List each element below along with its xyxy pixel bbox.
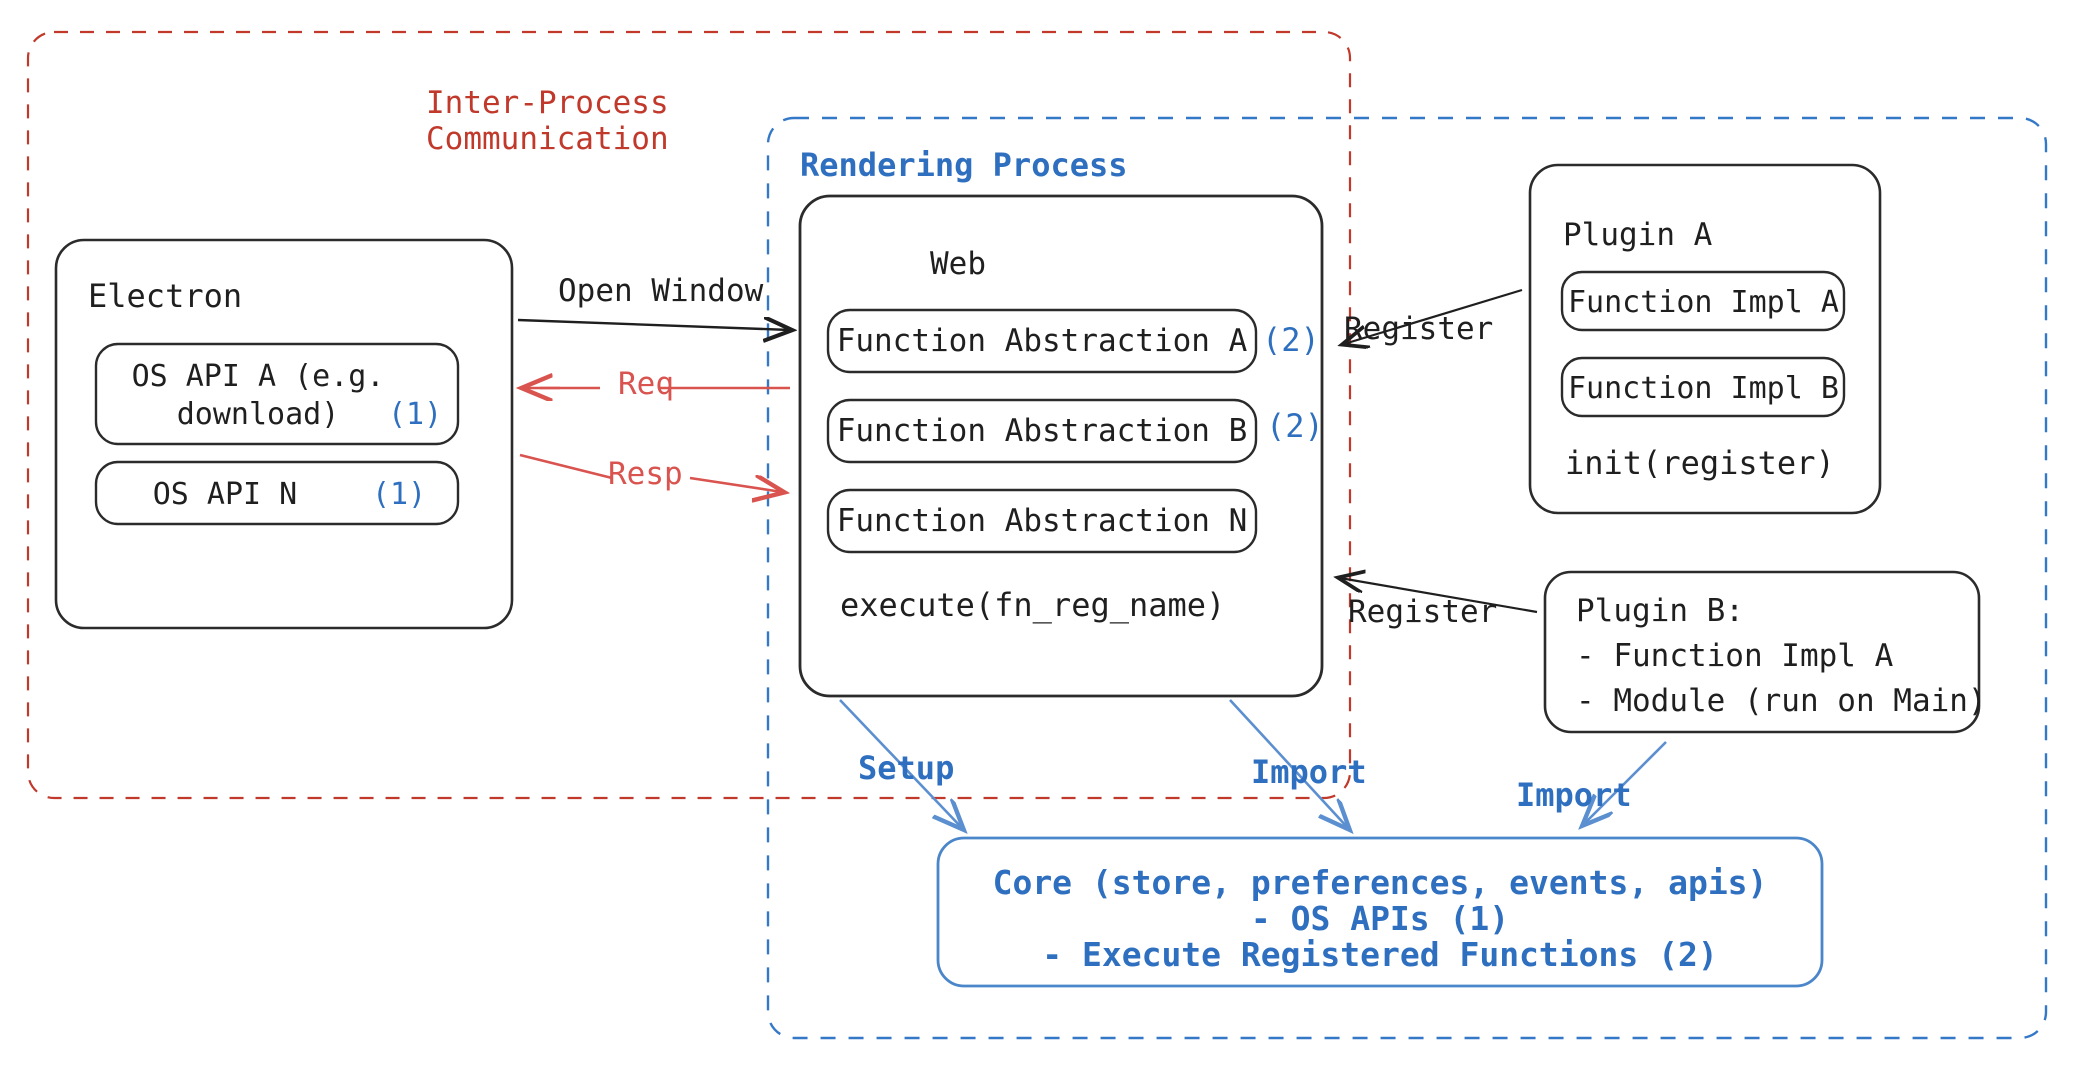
edge-open-window	[517, 320, 790, 330]
plugin-b-line-3: - Module (run on Main)	[1576, 683, 1987, 719]
fn-impl-b-label: Function Impl B	[1568, 371, 1839, 406]
fn-abs-n-box-border	[826, 488, 1258, 554]
os-api-a-label-line1: OS API A (e.g.	[131, 359, 385, 394]
fn-impl-a-label: Function Impl A	[1568, 285, 1839, 320]
electron-box-title: Electron	[88, 277, 243, 315]
ipc-zone-label-line1: Inter-Process	[426, 85, 669, 121]
edge-setup	[839, 699, 962, 828]
os-api-a-box-border	[94, 342, 460, 446]
edge-open-window-label: Open Window	[558, 273, 764, 309]
edge-resp-2	[689, 478, 782, 492]
edge-register-b-label: Register	[1348, 594, 1498, 630]
edge-register-b	[1340, 578, 1538, 614]
edge-import-plugin	[1584, 741, 1667, 824]
plugin-a-box-border	[1528, 163, 1882, 515]
os-api-n-box-border	[94, 460, 460, 526]
core-box-line-1: Core (store, preferences, events, apis)	[992, 863, 1768, 902]
core-box-line-3: - Execute Registered Functions (2)	[1042, 935, 1718, 974]
edge-req-label: Req	[618, 366, 674, 402]
plugin-a-title: Plugin A	[1563, 217, 1713, 253]
fn-abs-b-box-border	[826, 398, 1258, 464]
edge-import-web	[1229, 699, 1348, 828]
os-api-n-label: OS API N	[152, 477, 298, 512]
edge-setup-label: Setup	[858, 749, 955, 787]
fn-abs-b-label: Function Abstraction B	[836, 413, 1248, 449]
ipc-zone-label-line2: Communication	[426, 121, 669, 157]
ipc-zone-border	[26, 30, 1352, 800]
web-box-footer: execute(fn_reg_name)	[840, 586, 1226, 624]
plugin-b-box-border	[1543, 570, 1981, 734]
edge-register-a	[1344, 288, 1523, 344]
fn-abs-a-marker: (2)	[1262, 321, 1320, 359]
os-api-a-marker: (1)	[388, 397, 443, 432]
edge-register-a-label: Register	[1344, 311, 1494, 347]
plugin-b-line-2: - Function Impl A	[1576, 638, 1894, 674]
os-api-a-label-line2: download)	[176, 397, 340, 432]
rendering-zone-border	[766, 116, 2048, 1040]
core-box-border	[936, 836, 1824, 988]
edge-import-web-label: Import	[1251, 753, 1367, 791]
fn-impl-b-box-border	[1560, 356, 1846, 418]
fn-abs-n-label: Function Abstraction N	[836, 503, 1248, 539]
core-box-line-2: - OS APIs (1)	[1250, 899, 1510, 938]
fn-impl-a-box-border	[1560, 270, 1846, 332]
edge-resp	[519, 453, 613, 480]
fn-abs-a-label: Function Abstraction A	[836, 323, 1248, 359]
plugin-b-line-1: Plugin B:	[1576, 593, 1744, 629]
rendering-zone-label: Rendering Process	[800, 146, 1128, 184]
edge-resp-label: Resp	[608, 456, 683, 492]
fn-abs-a-box-border	[826, 308, 1258, 374]
os-api-n-marker: (1)	[372, 477, 427, 512]
web-box-title: Web	[930, 246, 986, 282]
plugin-a-footer: init(register)	[1565, 444, 1835, 482]
edge-import-plugin-label: Import	[1516, 776, 1632, 814]
fn-abs-b-marker: (2)	[1266, 407, 1324, 445]
